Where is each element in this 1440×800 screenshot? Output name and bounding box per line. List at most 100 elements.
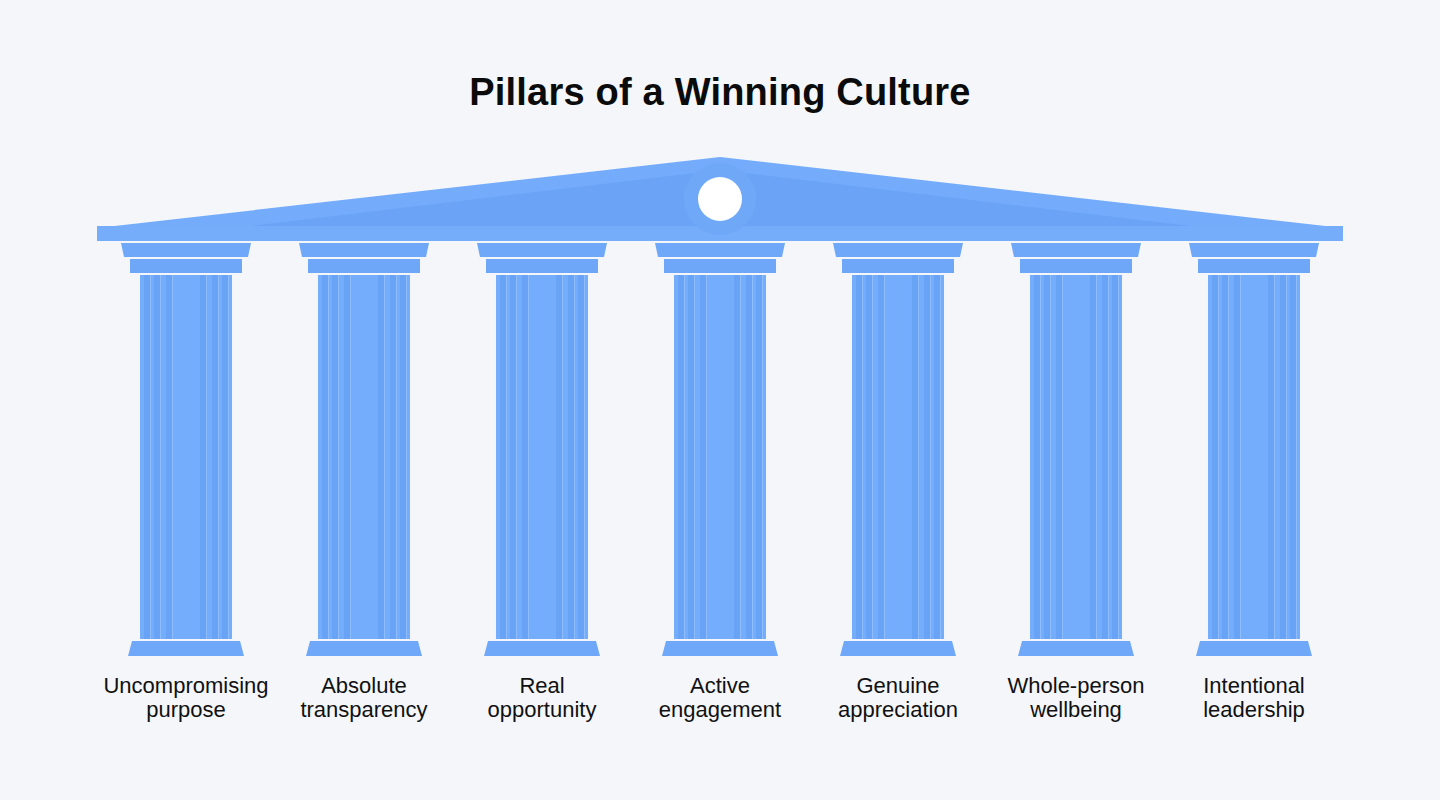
- pillar-flute: [390, 275, 396, 639]
- pillar-flute: [222, 275, 228, 639]
- capital-top: [477, 243, 607, 257]
- pillar-shaft: [1030, 275, 1122, 639]
- roof-medallion: [698, 177, 742, 221]
- pillar-flute-edge: [384, 275, 385, 639]
- pillar-flute-edge: [328, 275, 329, 639]
- pillar-node: Absolute transparency: [275, 243, 453, 743]
- pillar-flute-edge: [150, 275, 151, 639]
- capital-neck: [842, 259, 954, 273]
- pillar-base: [662, 641, 778, 656]
- pillar-flute-edge: [172, 275, 173, 639]
- pillar-shaft: [318, 275, 410, 639]
- pillar-flute-edge: [228, 275, 229, 639]
- pillar-flute-edge: [930, 275, 931, 639]
- pillar-shape: [453, 243, 631, 657]
- pillar-flute-edge: [562, 275, 563, 639]
- pillar-flute: [1044, 275, 1050, 639]
- capital-top: [1189, 243, 1319, 257]
- pillar-shape: [97, 243, 275, 657]
- pillar-flute: [1234, 275, 1240, 639]
- pillar-flute-edge: [516, 275, 517, 639]
- pillar-flute-edge: [218, 275, 219, 639]
- pillar-label: Whole-person wellbeing: [987, 674, 1165, 722]
- pillar-flute: [934, 275, 940, 639]
- pillar-flute: [1212, 275, 1218, 639]
- pillar-label: Genuine appreciation: [809, 674, 987, 722]
- pillar-flute-edge: [1062, 275, 1063, 639]
- pillar-flute: [522, 275, 528, 639]
- pillar-flute-edge: [1108, 275, 1109, 639]
- pillar-shape: [275, 243, 453, 657]
- pillar-flute: [322, 275, 328, 639]
- pillar-flute-edge: [406, 275, 407, 639]
- pillar-flute: [1290, 275, 1296, 639]
- pillar-flute-edge: [1286, 275, 1287, 639]
- pillar-shaft: [852, 275, 944, 639]
- roof-inner: [232, 170, 1208, 228]
- capital-top: [121, 243, 251, 257]
- pillar-flute: [866, 275, 872, 639]
- pillar-flute-edge: [528, 275, 529, 639]
- pillar-flute: [756, 275, 762, 639]
- pillar-flute-edge: [1228, 275, 1229, 639]
- pillar-flute: [912, 275, 918, 639]
- pillar-flute-edge: [918, 275, 919, 639]
- pillar-shaft: [140, 275, 232, 639]
- pillar-base: [128, 641, 244, 656]
- capital-top: [1011, 243, 1141, 257]
- pillar-node: Real opportunity: [453, 243, 631, 743]
- pillar-shaft: [496, 275, 588, 639]
- pillar-shape: [631, 243, 809, 657]
- pillar-flute-edge: [574, 275, 575, 639]
- pillar-flute: [734, 275, 740, 639]
- pillar-flute: [878, 275, 884, 639]
- pillar-flute-edge: [752, 275, 753, 639]
- pillar-flute-edge: [862, 275, 863, 639]
- pillar-flute: [200, 275, 206, 639]
- pillar-flute-edge: [1096, 275, 1097, 639]
- pillar-flute: [400, 275, 406, 639]
- pillar-node: Uncompromising purpose: [97, 243, 275, 743]
- pillar-flute: [1112, 275, 1118, 639]
- pillar-flute: [1090, 275, 1096, 639]
- pillar-flute-edge: [940, 275, 941, 639]
- roof-medallion-ring: [684, 163, 756, 235]
- pillar-flute-edge: [1240, 275, 1241, 639]
- pillar-flute: [332, 275, 338, 639]
- pillar-shape: [809, 243, 987, 657]
- pillar-flute: [700, 275, 706, 639]
- capital-top: [833, 243, 963, 257]
- pillar-base: [1018, 641, 1134, 656]
- capital-neck: [486, 259, 598, 273]
- pillar-flute: [344, 275, 350, 639]
- pillar-node: Whole-person wellbeing: [987, 243, 1165, 743]
- pillar-flute-edge: [762, 275, 763, 639]
- pillar-base: [840, 641, 956, 656]
- pillar-flute-edge: [1296, 275, 1297, 639]
- pillar-shaft: [674, 275, 766, 639]
- pillar-flute: [1102, 275, 1108, 639]
- pillar-flute-edge: [1050, 275, 1051, 639]
- pillar-flute: [746, 275, 752, 639]
- pillar-flute: [378, 275, 384, 639]
- pillar-flute-edge: [694, 275, 695, 639]
- pillar-flute: [1034, 275, 1040, 639]
- pillar-flute: [924, 275, 930, 639]
- pillar-shape: [987, 243, 1165, 657]
- pillar-flute: [678, 275, 684, 639]
- capital-neck: [130, 259, 242, 273]
- pillar-flute: [510, 275, 516, 639]
- pillar-flute-edge: [350, 275, 351, 639]
- pillar-label: Active engagement: [631, 674, 809, 722]
- pillar-flute: [1268, 275, 1274, 639]
- capital-neck: [1020, 259, 1132, 273]
- capital-neck: [1198, 259, 1310, 273]
- pillar-flute-edge: [160, 275, 161, 639]
- pillar-flute-edge: [740, 275, 741, 639]
- pillar-shaft: [1208, 275, 1300, 639]
- pillar-flute-edge: [884, 275, 885, 639]
- pillar-flute-edge: [1040, 275, 1041, 639]
- diagram-title: Pillars of a Winning Culture: [0, 68, 1440, 116]
- pillar-flute-edge: [206, 275, 207, 639]
